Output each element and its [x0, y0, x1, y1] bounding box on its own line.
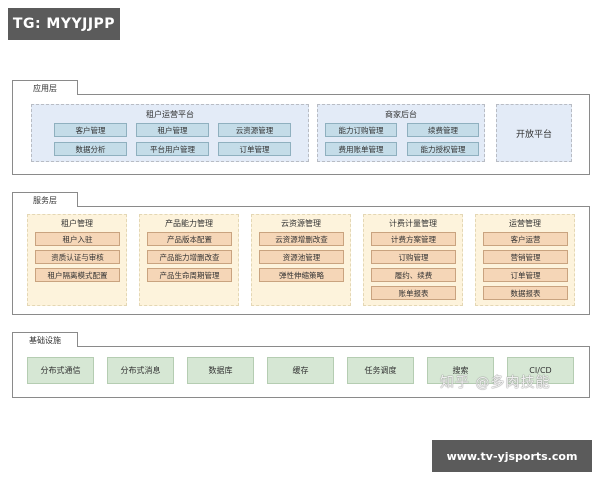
group-title: 计费计量管理: [389, 219, 437, 228]
box-order-management[interactable]: 订单管理: [483, 268, 568, 282]
service-layer-divider: [78, 206, 590, 207]
group-billing-metering-management: 计费计量管理 计费方案管理 订购管理 履约、续费 账单报表: [363, 214, 463, 306]
box-subscription-management[interactable]: 订购管理: [371, 250, 456, 264]
box-task-scheduling[interactable]: 任务调度: [347, 357, 414, 384]
box-capability-subscription-management[interactable]: 能力订购管理: [325, 123, 397, 137]
service-layer-panel: 租户管理 租户入驻 资质认证与审核 租户隔离模式配置 产品能力管理 产品版本配置…: [12, 207, 590, 315]
infrastructure-layer-divider: [78, 346, 590, 347]
group-operations-management: 运营管理 客户运营 营销管理 订单管理 数据报表: [475, 214, 575, 306]
application-layer-divider: [78, 94, 590, 95]
application-layer-label: 应用层: [12, 80, 78, 95]
group-product-capability-management: 产品能力管理 产品版本配置 产品能力增删改查 产品生命周期管理: [139, 214, 239, 306]
group-title: 租户管理: [61, 219, 93, 228]
box-distributed-communication[interactable]: 分布式通信: [27, 357, 94, 384]
box-ci-cd[interactable]: CI/CD: [507, 357, 574, 384]
group-tenant-ops-platform: 租户运营平台 客户管理 租户管理 云资源管理 数据分析 平台用户管理 订单管理: [31, 104, 309, 162]
box-customer-management[interactable]: 客户管理: [54, 123, 127, 137]
infrastructure-layer-panel: 分布式通信 分布式消息 数据库 缓存 任务调度 搜索 CI/CD: [12, 347, 590, 398]
box-distributed-messaging[interactable]: 分布式消息: [107, 357, 174, 384]
group-title: 商家后台: [385, 110, 417, 119]
group-open-platform[interactable]: 开放平台: [496, 104, 572, 162]
group-cloud-resource-management: 云资源管理 云资源增删改查 资源池管理 弹性伸缩策略: [251, 214, 351, 306]
box-data-reports[interactable]: 数据报表: [483, 286, 568, 300]
box-qualification-review[interactable]: 资质认证与审核: [35, 250, 120, 264]
group-title: 云资源管理: [281, 219, 321, 228]
zhihu-watermark: 知乎 @多肉技能: [440, 375, 551, 391]
box-marketing-management[interactable]: 营销管理: [483, 250, 568, 264]
box-renewal-management[interactable]: 续费管理: [407, 123, 479, 137]
box-tenant-onboarding[interactable]: 租户入驻: [35, 232, 120, 246]
box-cache[interactable]: 缓存: [267, 357, 334, 384]
service-layer-label: 服务层: [12, 192, 78, 207]
box-data-analysis[interactable]: 数据分析: [54, 142, 127, 156]
box-elastic-scaling-policy[interactable]: 弹性伸缩策略: [259, 268, 344, 282]
box-search[interactable]: 搜索: [427, 357, 494, 384]
group-tenant-management: 租户管理 租户入驻 资质认证与审核 租户隔离模式配置: [27, 214, 127, 306]
group-title: 运营管理: [509, 219, 541, 228]
box-capability-authorization-management[interactable]: 能力授权管理: [407, 142, 479, 156]
box-customer-operations[interactable]: 客户运营: [483, 232, 568, 246]
box-cloud-resource-management[interactable]: 云资源管理: [218, 123, 291, 137]
box-product-version-config[interactable]: 产品版本配置: [147, 232, 232, 246]
box-billing-plan-management[interactable]: 计费方案管理: [371, 232, 456, 246]
group-title: 产品能力管理: [165, 219, 213, 228]
box-resource-pool-management[interactable]: 资源池管理: [259, 250, 344, 264]
box-database[interactable]: 数据库: [187, 357, 254, 384]
group-title: 租户运营平台: [146, 110, 194, 119]
box-product-capability-crud[interactable]: 产品能力增删改查: [147, 250, 232, 264]
url-badge: www.tv-yjsports.com: [432, 440, 592, 472]
box-tenant-management[interactable]: 租户管理: [136, 123, 209, 137]
box-billing-reports[interactable]: 账单报表: [371, 286, 456, 300]
tg-badge: TG: MYYJJPP: [8, 8, 120, 40]
box-tenant-isolation-config[interactable]: 租户隔离模式配置: [35, 268, 120, 282]
open-platform-label: 开放平台: [515, 129, 552, 140]
box-billing-management[interactable]: 费用账单管理: [325, 142, 397, 156]
group-merchant-backend: 商家后台 能力订购管理 续费管理 费用账单管理 能力授权管理: [317, 104, 485, 162]
box-fulfillment-renewal[interactable]: 履约、续费: [371, 268, 456, 282]
application-layer-panel: 租户运营平台 客户管理 租户管理 云资源管理 数据分析 平台用户管理 订单管理 …: [12, 95, 590, 175]
box-cloud-resource-crud[interactable]: 云资源增删改查: [259, 232, 344, 246]
box-platform-user-management[interactable]: 平台用户管理: [136, 142, 209, 156]
infrastructure-layer-label: 基础设施: [12, 332, 78, 347]
box-order-management[interactable]: 订单管理: [218, 142, 291, 156]
box-product-lifecycle-management[interactable]: 产品生命周期管理: [147, 268, 232, 282]
